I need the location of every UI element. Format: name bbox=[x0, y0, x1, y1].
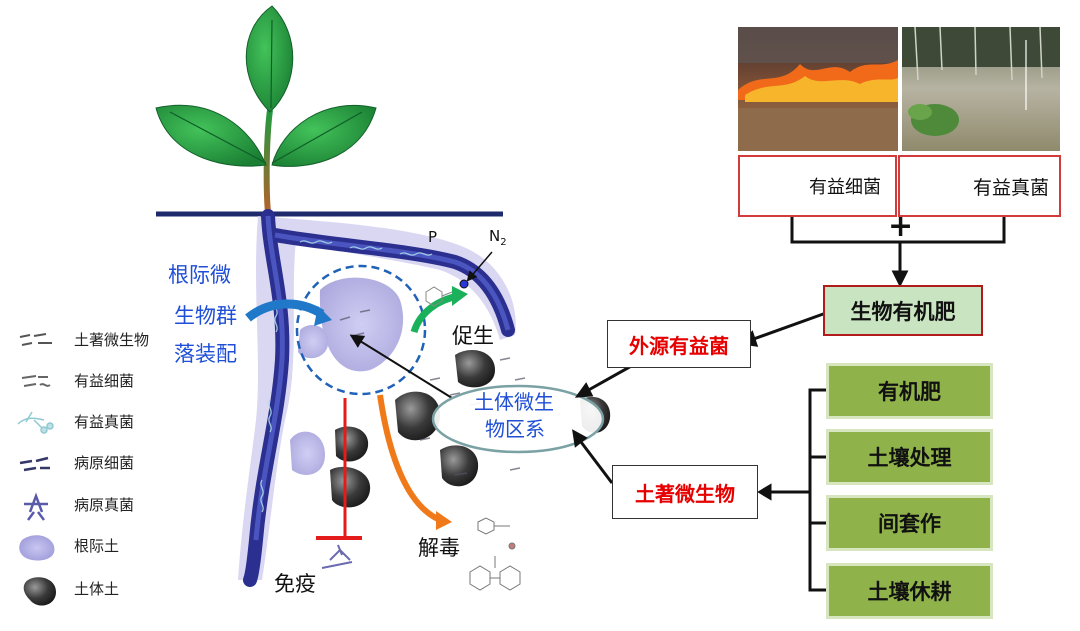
plant bbox=[155, 5, 377, 214]
beneficial-bacteria-box-label: 有益细菌 bbox=[809, 177, 881, 198]
practice-intercropping-label: 间套作 bbox=[878, 512, 941, 536]
legend-bulk-soil-icon bbox=[23, 577, 56, 606]
n2-pointer bbox=[466, 251, 493, 282]
beneficial-fungi-box-label: 有益真菌 bbox=[972, 176, 1049, 199]
legend-pathogenic-fungi-icon bbox=[24, 492, 48, 521]
practice-fallow-label: 土壤休耕 bbox=[867, 580, 952, 604]
detox-arrow-head bbox=[436, 511, 452, 530]
bulk-microbiome-label-line-2: 物区系 bbox=[485, 417, 545, 441]
promote-arrow-head bbox=[452, 286, 468, 306]
plus-sign: + bbox=[888, 209, 914, 244]
exogenous-beneficial-box: 外源有益菌 bbox=[607, 320, 751, 368]
practice-fallow-box: 土壤休耕 bbox=[826, 563, 993, 619]
microbe-squiggles bbox=[339, 309, 526, 476]
bio-organic-fertilizer-label: 生物有机肥 bbox=[850, 299, 956, 324]
assembly-label-line-2: 生物群 bbox=[174, 304, 237, 328]
recruit-arrow bbox=[349, 334, 453, 399]
legend-label-pathogenic-bacteria: 病原细菌 bbox=[74, 454, 135, 472]
legend-label-beneficial-bacteria: 有益细菌 bbox=[74, 372, 135, 390]
bulk-microbiome-label-line-1: 土体微生 bbox=[474, 390, 554, 414]
legend-pathogenic-bacteria-icon bbox=[19, 456, 50, 472]
bio-organic-fertilizer-box: 生物有机肥 bbox=[823, 285, 983, 336]
beneficial-fungi-box: 有益真菌 bbox=[898, 155, 1061, 217]
practice-organic-fertilizer-label: 有机肥 bbox=[878, 380, 941, 404]
legend-label-bulk-soil: 土体土 bbox=[74, 580, 120, 598]
beneficial-bacteria-box: 有益细菌 bbox=[738, 155, 897, 217]
assembly-label-line-1: 根际微 bbox=[168, 263, 231, 287]
immunity-label: 免疫 bbox=[274, 572, 316, 596]
nodule-dot bbox=[459, 279, 469, 289]
pathogen-fungi-glyph bbox=[321, 544, 353, 569]
legend-rhizosphere-soil-icon bbox=[19, 535, 55, 561]
chemical-structure-glyph bbox=[469, 517, 521, 591]
legend-icons bbox=[17, 333, 56, 606]
practice-intercropping-box: 间套作 bbox=[826, 495, 993, 551]
practice-soil-treatment-box: 土壤处理 bbox=[826, 429, 993, 485]
legend-label-pathogenic-fungi: 病原真菌 bbox=[74, 496, 135, 514]
legend-indigenous-icon bbox=[19, 333, 52, 346]
legend-beneficial-bacteria-icon bbox=[21, 375, 51, 387]
detox-label: 解毒 bbox=[418, 536, 460, 560]
nitrogen-label: N2 bbox=[489, 227, 507, 248]
assembly-dashed-circle bbox=[295, 264, 427, 396]
bulk-microbiome-ellipse bbox=[431, 384, 605, 454]
phosphorus-label: P bbox=[428, 228, 438, 246]
assembly-arrow-head bbox=[314, 306, 332, 326]
detox-arrow bbox=[377, 394, 442, 523]
legend-label-indigenous: 土著微生物 bbox=[74, 331, 150, 349]
assembly-label-line-3: 落装配 bbox=[174, 342, 237, 366]
practice-soil-treatment-label: 土壤处理 bbox=[867, 446, 952, 470]
assembly-arrow bbox=[245, 299, 325, 322]
left-leaf bbox=[155, 104, 267, 167]
fallow-field-photo bbox=[902, 26, 1060, 151]
stem bbox=[263, 109, 273, 214]
rhizosphere-particles bbox=[290, 277, 404, 475]
nitrogen-fixation-glyph bbox=[425, 286, 453, 307]
legend-beneficial-fungi-icon bbox=[17, 411, 54, 434]
top-leaf bbox=[245, 5, 294, 113]
right-panel-connectors bbox=[572, 216, 1006, 592]
indigenous-microbe-box: 土著微生物 bbox=[612, 465, 758, 519]
practice-organic-fertilizer-box: 有机肥 bbox=[826, 363, 993, 419]
legend-label-rhizosphere-soil: 根际土 bbox=[74, 537, 120, 555]
root bbox=[243, 209, 515, 587]
burning-field-photo bbox=[738, 27, 898, 151]
legend-label-beneficial-fungi: 有益真菌 bbox=[74, 413, 135, 431]
promote-label: 促生 bbox=[452, 324, 494, 348]
indigenous-microbe-label: 土著微生物 bbox=[635, 481, 735, 506]
right-leaf bbox=[271, 104, 377, 167]
exogenous-beneficial-label: 外源有益菌 bbox=[629, 333, 729, 358]
